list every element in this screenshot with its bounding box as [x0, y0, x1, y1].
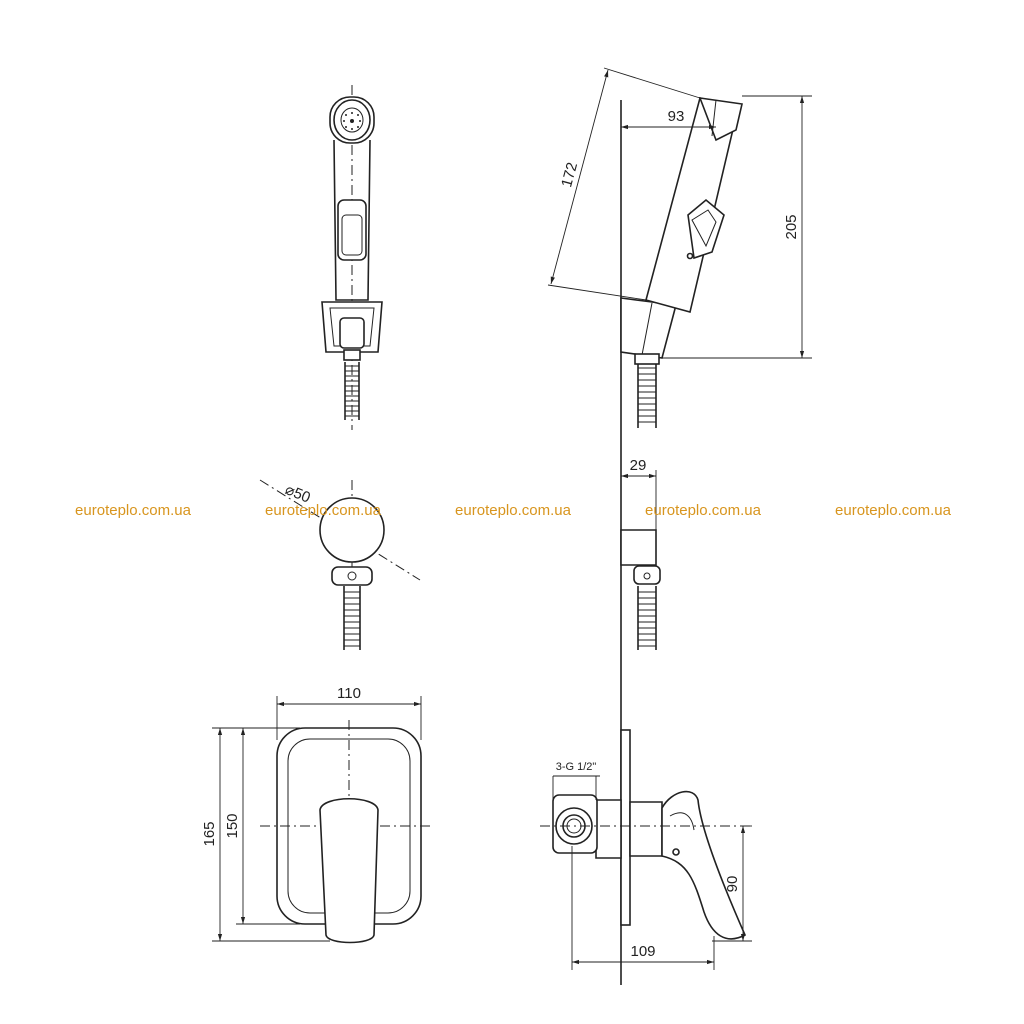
dim-205: 205 [783, 214, 800, 239]
watermark-5: euroteplo.com.ua [835, 502, 952, 519]
spray-holes [343, 112, 361, 130]
hose-front [344, 362, 360, 420]
dim-90: 90 [724, 876, 741, 893]
dim-110: 110 [337, 685, 361, 702]
hose-holder [343, 586, 361, 650]
watermark-row: euroteplo.com.ua euroteplo.com.ua eurote… [75, 502, 952, 519]
dim-93: 93 [668, 108, 685, 125]
dim-172: 172 [558, 161, 581, 190]
watermark-3: euroteplo.com.ua [455, 502, 572, 519]
dim-150: 150 [224, 813, 241, 838]
watermark-4: euroteplo.com.ua [645, 502, 762, 519]
shower-front-view [321, 85, 383, 430]
wall-holder-top-view: ⌀50 [259, 479, 421, 650]
dim-165: 165 [201, 821, 218, 846]
dim-109: 109 [630, 943, 655, 960]
hose-holder-side [637, 586, 657, 650]
dim-29: 29 [630, 457, 647, 474]
mixer-side-view: 3-G 1/2" 90 109 [540, 729, 752, 970]
wall-holder-side-view: 29 [620, 457, 661, 650]
watermark-1: euroteplo.com.ua [75, 502, 192, 519]
mixer-front-view: 110 165 150 [201, 685, 430, 944]
watermark-2: euroteplo.com.ua [265, 502, 382, 519]
thread-label: 3-G 1/2" [556, 761, 597, 773]
hose-side [637, 364, 657, 428]
